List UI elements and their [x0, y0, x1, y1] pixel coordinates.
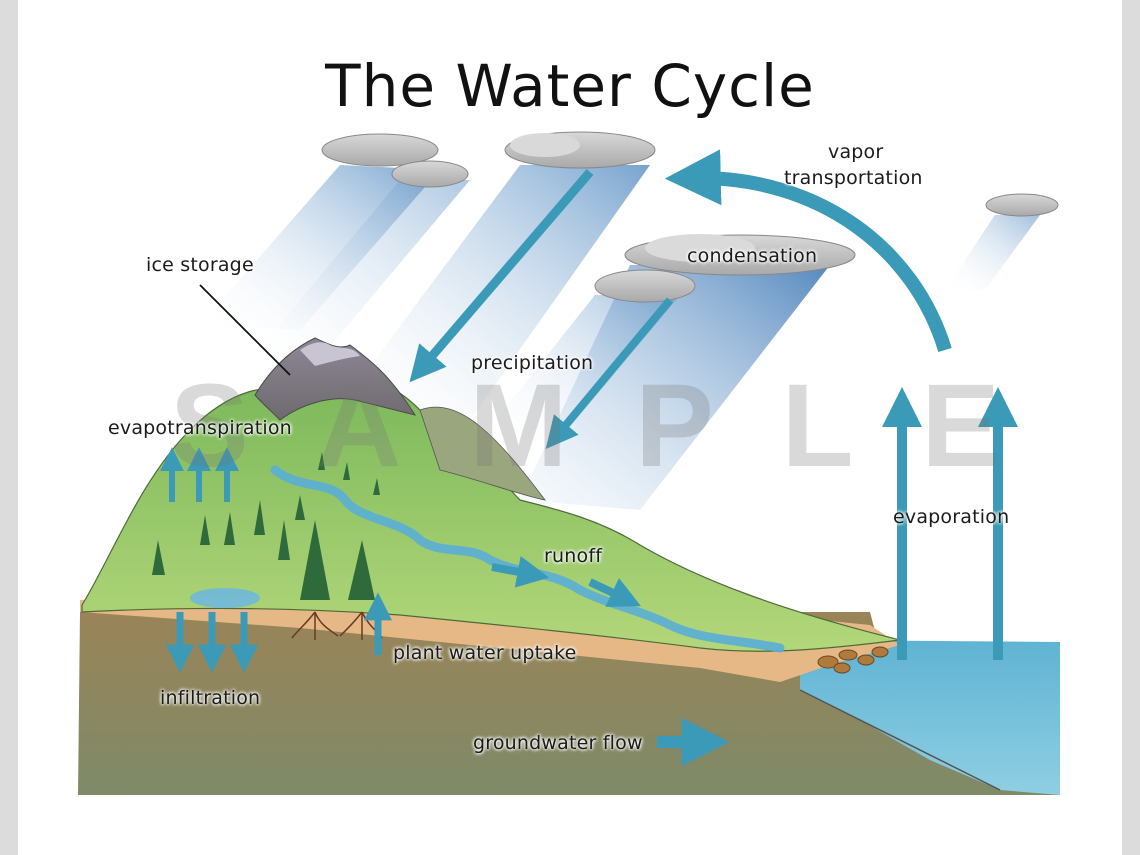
shore-rocks	[817, 646, 889, 674]
precipitation-arrow	[409, 169, 594, 383]
process-arrows	[160, 149, 1018, 766]
condensation-precipitation-arrow	[545, 297, 674, 450]
label-plant-water-uptake: plant water uptake	[393, 642, 577, 664]
foothill	[419, 406, 546, 501]
label-transportation: transportation	[784, 167, 923, 189]
cloud-top-left	[321, 133, 469, 188]
page-title: The Water Cycle	[325, 52, 815, 120]
runoff-arrow-1	[491, 556, 550, 588]
label-groundwater-flow: groundwater flow	[473, 732, 643, 754]
cloud-top-center	[504, 131, 656, 169]
runoff-arrow-2	[588, 578, 642, 607]
landscape	[81, 337, 901, 653]
watermark-letter: P	[635, 360, 714, 492]
watermark-letter: L	[781, 360, 854, 492]
trees	[152, 452, 380, 600]
ice-storage-leader-line	[199, 284, 291, 376]
watermark-letter: A	[316, 360, 402, 492]
watermark-letter: M	[469, 360, 568, 492]
rain-streak-4	[520, 265, 830, 510]
label-precipitation: precipitation	[471, 352, 594, 374]
sea	[800, 640, 1060, 795]
label-evapotranspiration: evapotranspiration	[108, 417, 292, 439]
clouds	[321, 131, 1059, 303]
label-ice-storage: ice storage	[146, 254, 254, 276]
ice-cap	[300, 342, 360, 366]
lake	[190, 588, 260, 608]
label-evaporation: evaporation	[893, 506, 1010, 528]
river	[270, 465, 785, 653]
vapor-streak	[945, 215, 1040, 290]
label-infiltration: infiltration	[160, 687, 261, 709]
watermark-letter: E	[921, 360, 1000, 492]
cloud-condensation	[594, 234, 856, 303]
label-condensation: condensation	[687, 245, 818, 267]
rain-streak-2	[250, 180, 470, 370]
watermark-letter: S	[170, 360, 249, 492]
label-runoff: runoff	[544, 545, 603, 567]
label-vapor: vapor	[828, 141, 884, 163]
cloud-top-right	[985, 193, 1059, 217]
rain-streak-5	[480, 295, 680, 440]
mountain	[254, 337, 417, 421]
vapor-transportation-arrow	[664, 149, 952, 353]
